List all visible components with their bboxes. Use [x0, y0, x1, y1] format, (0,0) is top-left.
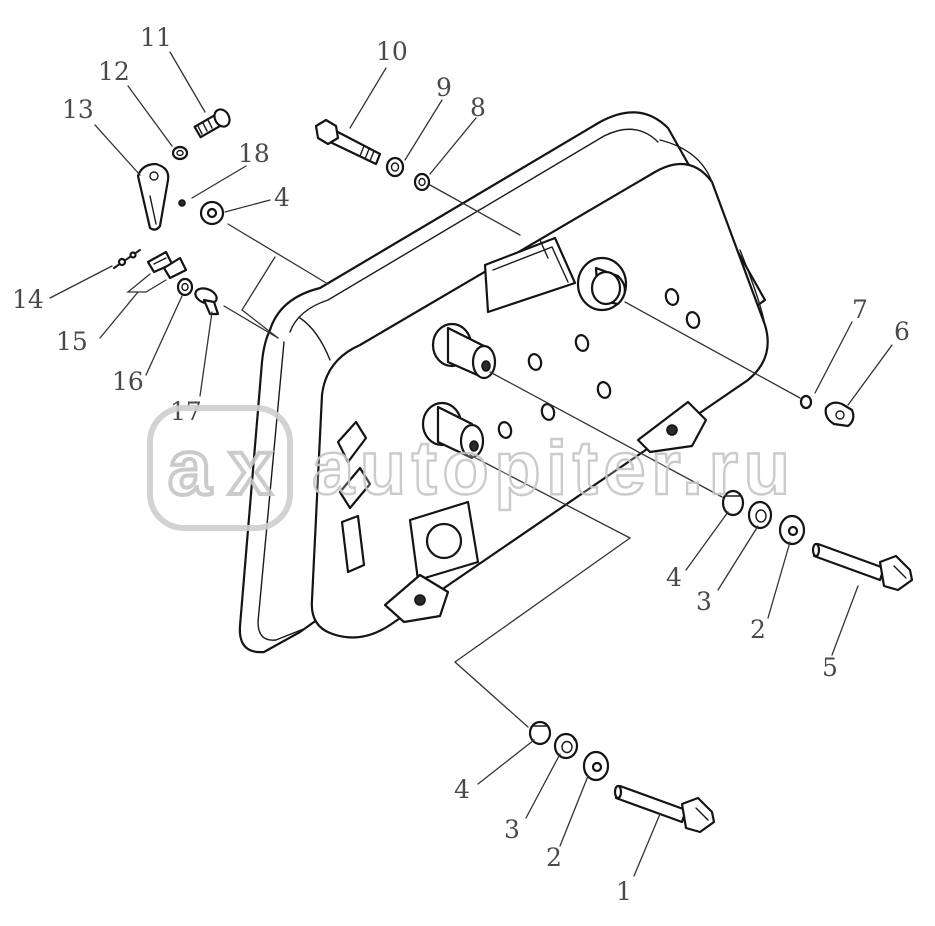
part-16-washer [176, 277, 194, 297]
part-9-washer [385, 156, 405, 178]
part-5-bolt [811, 542, 914, 592]
callout-12: 12 [98, 57, 130, 86]
part-10-bolt [314, 118, 382, 166]
part-3-lockwasher-bottom [553, 732, 579, 760]
part-8-washer [413, 172, 431, 192]
part-1-bolt [613, 784, 716, 834]
part-6-cap [824, 401, 855, 428]
part-7-washer [799, 394, 813, 410]
part-4-nut-bottom [528, 720, 552, 746]
callout-4-right: 4 [666, 563, 682, 592]
callout-13: 13 [62, 95, 94, 124]
callout-16: 16 [112, 367, 144, 396]
boss-upper [576, 256, 628, 312]
watermark-logo: ax [168, 423, 272, 511]
part-11-screw [193, 108, 231, 139]
part-4-nut-right [721, 489, 745, 517]
part-2-washer-right [778, 514, 806, 546]
part-15-bracket-lines [126, 273, 167, 293]
callout-2-bottom: 2 [546, 843, 562, 872]
callout-6: 6 [894, 317, 910, 346]
bracket-right [636, 400, 708, 454]
part-14-pin [113, 249, 141, 269]
callout-7: 7 [852, 295, 868, 324]
panel-window [483, 236, 577, 314]
part-17-rivet [194, 287, 220, 316]
callout-15: 15 [56, 327, 88, 356]
watermark-text: autopiter.ru [312, 426, 790, 511]
callouts: 11 12 13 18 4 10 9 8 14 15 16 17 7 6 4 3… [12, 23, 910, 906]
panel-slots [336, 420, 372, 574]
watermark: ax autopiter.ru [147, 405, 791, 531]
part-18-ball [178, 199, 186, 207]
boss-middle [431, 322, 497, 380]
callout-1: 1 [616, 877, 632, 906]
panel-holes [497, 288, 701, 439]
callout-3-bottom: 3 [504, 815, 520, 844]
callout-3-right: 3 [696, 587, 712, 616]
panel-plate [408, 500, 480, 582]
part-2-washer-bottom [582, 750, 610, 782]
assembly-lines [223, 184, 801, 728]
part-4-nut-top [199, 200, 225, 226]
bracket-bottom [383, 573, 450, 624]
callout-5: 5 [822, 653, 838, 682]
callout-4-bottom: 4 [454, 775, 470, 804]
part-3-lockwasher-right [747, 500, 773, 530]
part-12-ring [171, 145, 189, 161]
callout-2-right: 2 [750, 615, 766, 644]
part-13-latch [136, 162, 170, 231]
callout-11: 11 [140, 23, 172, 52]
callout-4-top: 4 [274, 183, 290, 212]
callout-14: 14 [12, 285, 44, 314]
part-15-clips [146, 250, 188, 280]
callout-8: 8 [470, 93, 486, 122]
callout-18: 18 [238, 139, 270, 168]
callout-9: 9 [436, 73, 452, 102]
boss-lower [421, 401, 485, 460]
callout-10: 10 [376, 37, 408, 66]
callout-leaders [49, 51, 893, 877]
watermark-logo-frame [147, 405, 293, 531]
